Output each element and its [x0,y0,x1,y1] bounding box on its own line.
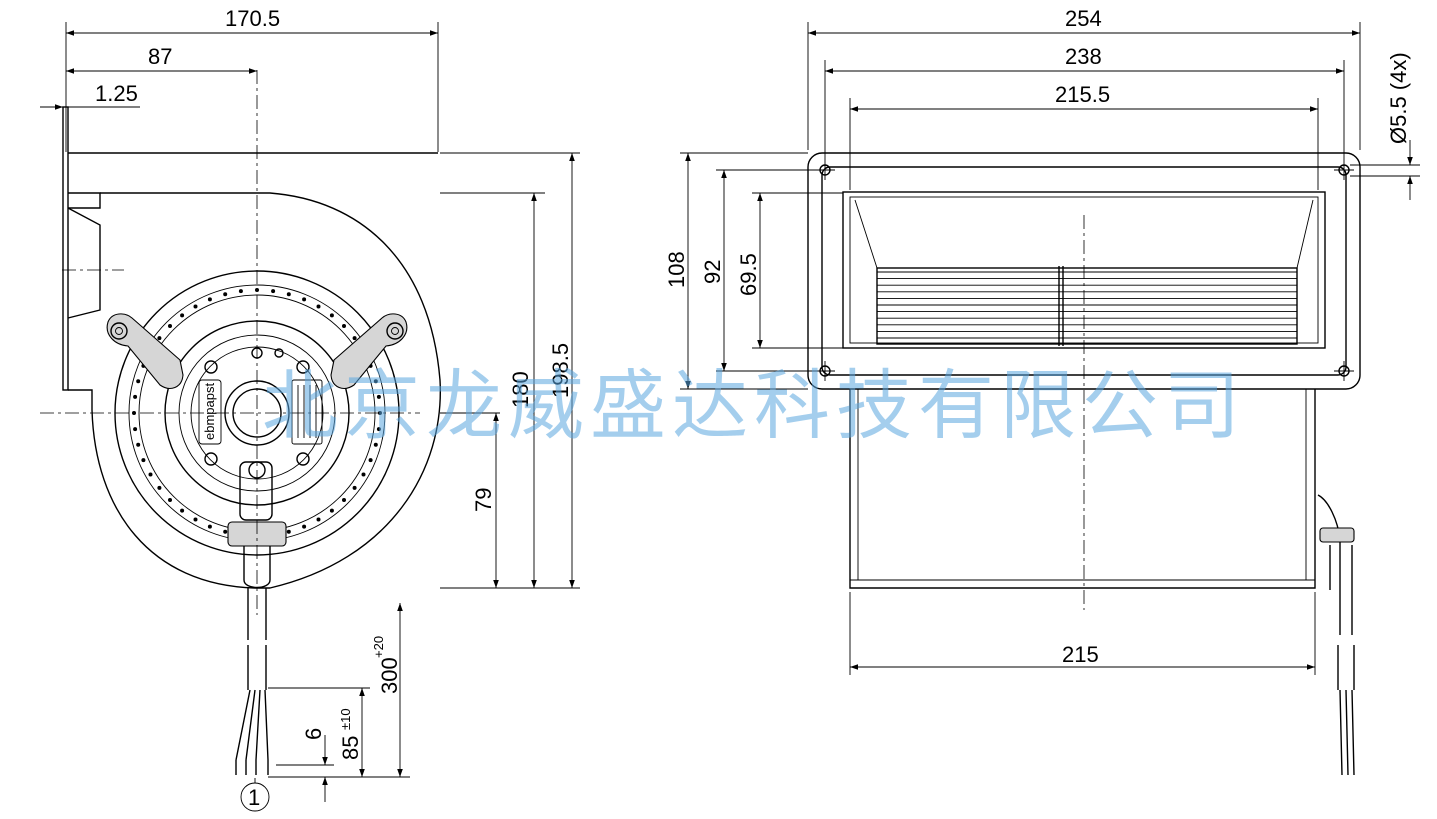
brand-plate [198,379,222,445]
impeller-blade [223,292,228,297]
callout-number: 1 [248,785,260,810]
impeller-blade [168,498,172,502]
front-flange [807,152,1361,390]
dim-outlet-height: 69.5 [736,253,761,296]
dim-total-depth: 170.5 [225,6,280,31]
impeller-blade [271,289,276,294]
cable-sheath-lower [247,645,267,690]
impeller-blade [316,304,321,309]
dim-height-housing: 180 [508,371,533,408]
dim-axis-height: 79 [471,488,496,512]
dim-cable-length-tol: +20 [371,636,386,658]
cable-sheath [247,588,267,640]
dim-flange: 1.25 [95,81,138,106]
dim-cable-length: 300 [377,657,402,694]
impeller-blade [352,336,357,341]
dim-hole-dia: Ø5.5 (4x) [1386,52,1411,144]
impeller-blade [141,458,146,463]
outlet-mouth [67,207,101,319]
impeller-drum [876,267,1298,345]
impeller-blade [316,517,321,522]
impeller-blade [329,313,334,318]
impeller-blade [168,324,172,328]
side-view: ebmpapst 1 [40,70,441,812]
impeller-blade [302,297,307,302]
impeller-blade [329,508,334,513]
dim-outlet-width: 215.5 [1055,82,1110,107]
impeller-blade [136,379,141,384]
dim-housing-width: 215 [1062,642,1099,667]
impeller-blade [373,379,378,384]
impeller-blade [133,427,138,432]
impeller-blade [157,485,162,490]
impeller-blade [376,394,381,399]
impeller-blade [133,394,138,399]
dim-flange-width: 254 [1065,6,1102,31]
dim-strip-length-tol: ±10 [338,708,353,730]
motor-screws [204,347,310,466]
dim-wire-end: 6 [301,728,326,740]
mounting-arm-left [106,313,184,389]
outlet-lip [68,192,101,209]
impeller-blade [193,304,198,309]
outlet-side-walls [854,199,1314,269]
impeller-blade [368,458,373,463]
impeller-blade [207,297,212,302]
impeller-blade [373,442,378,447]
mounting-arm-right [330,313,408,389]
rating-plate [291,379,323,445]
impeller-blade [378,411,382,415]
mounting-flange [62,106,69,391]
impeller-blade [223,529,228,534]
side-view-dimensions: 170.5 87 1.25 198.5 180 79 300 +20 85 ±1… [40,6,580,802]
front-cable [1317,494,1355,776]
impeller-blade-lines [877,271,1297,339]
impeller-center-disc [1058,266,1064,346]
impeller-blade [148,472,153,477]
front-view [807,152,1361,776]
impeller-blade [157,336,162,341]
dim-flange-height: 108 [664,251,689,288]
impeller-blade [238,289,243,294]
impeller-blade [180,313,185,318]
motor-brand-label: ebmpapst [202,383,217,440]
housing-inner-lines [850,389,1315,581]
impeller-blade [286,529,291,534]
impeller-blade [361,472,366,477]
impeller-blade [376,427,381,432]
dim-strip-length: 85 [338,736,363,760]
dim-height-total: 198.5 [548,343,573,398]
impeller-blade [352,485,357,490]
impeller-blade [136,442,141,447]
impeller-blade [193,517,198,522]
housing-body [849,389,1316,589]
impeller-blade [302,524,307,529]
dim-axis-offset: 87 [148,44,172,69]
rating-plate-lines [297,385,317,438]
impeller-blade [342,324,346,328]
impeller-blade [342,498,346,502]
cable-wires [235,689,269,775]
impeller-blade [207,524,212,529]
dim-hole-spacing: 238 [1065,44,1102,69]
impeller-blade [180,508,185,513]
front-view-dimensions: 254 238 215.5 108 92 69.5 215 Ø5.5 (4x) [664,6,1420,675]
company-watermark: 北京龙威盛达科技有限公司 [262,361,1246,450]
scroll-housing [68,192,441,589]
dim-hole-spacing-v: 92 [700,260,725,284]
impeller-blade [286,292,291,297]
